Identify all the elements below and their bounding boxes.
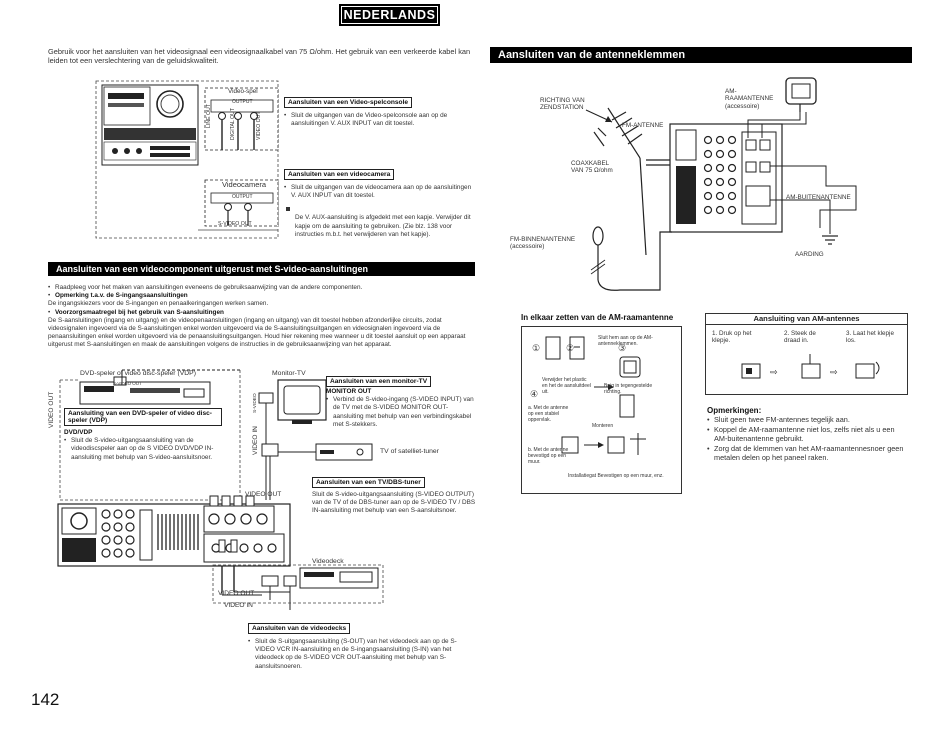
am-assembly-box: ① ② ③ ④ Sluit hem aan op de AM-antennekl… bbox=[521, 326, 682, 494]
monitor-section: Aansluiten van een monitor-TV MONITOR OU… bbox=[326, 370, 476, 429]
fm-antenna-label: FM-ANTENNE bbox=[622, 122, 664, 129]
vert-svideo-label: S-VIDEO bbox=[253, 393, 258, 413]
video-game-output-label: OUTPUT bbox=[232, 99, 253, 105]
am-connect-step1: 1. Druk op het klepje. bbox=[712, 330, 752, 345]
video-game-bullet: Sluit de uitgangen van de Video-spelcons… bbox=[284, 112, 474, 128]
tv-dbs-heading: Aansluiten van een TV/DBS-tuner bbox=[312, 477, 425, 488]
vcr-video-out-label: VIDEO OUT bbox=[218, 590, 255, 597]
antenna-section-title: Aansluiten van de antenneklemmen bbox=[490, 47, 912, 63]
language-label: NEDERLANDS bbox=[343, 8, 436, 22]
receiver-back-drawing bbox=[57, 503, 291, 567]
remarks-item: Sluit geen twee FM-antennes tegelijk aan… bbox=[707, 415, 905, 425]
direction-label: RICHTING VAN ZENDSTATION bbox=[540, 97, 585, 112]
vcr-bullet: Sluit de S-uitgangsaansluiting (S-OUT) v… bbox=[248, 638, 474, 671]
am-step-a: a. Met de antenne op een stabiel oppervl… bbox=[528, 405, 569, 423]
antenna-receiver-drawing bbox=[669, 123, 783, 233]
am-connect-step3: 3. Laat het klepje los. bbox=[846, 330, 894, 345]
vert-svideo-out-label: S-VIDEO OUT bbox=[113, 381, 142, 386]
svideo-bullet-2-head: Opmerking t.a.v. de S-ingangsaansluiting… bbox=[55, 292, 188, 300]
dvd-sub: DVD/VDP bbox=[64, 429, 93, 436]
monitor-heading: Aansluiten van een monitor-TV bbox=[326, 376, 432, 387]
remarks-item: Zorg dat de klemmen van het AM-raamanten… bbox=[707, 444, 905, 463]
am-num-4: ④ bbox=[530, 389, 539, 399]
svideo-bullet-1: Raadpleeg voor het maken van aansluiting… bbox=[48, 284, 475, 292]
language-badge: NEDERLANDS bbox=[339, 4, 440, 26]
am-outdoor-label: AM-BUITENANTENNE bbox=[786, 194, 851, 201]
video-game-section: Aansluiten van een Video-spelconsole Slu… bbox=[284, 91, 474, 128]
video-game-label: Video-spel bbox=[228, 88, 258, 95]
dvd-section: Aansluiting van een DVD-speler of video … bbox=[64, 408, 234, 462]
video-out-label: VIDEO OUT bbox=[256, 111, 262, 140]
fm-antenna-drawing bbox=[593, 107, 647, 256]
remarks-item: Koppel de AM-raamantenne niet los, zelfs… bbox=[707, 425, 905, 444]
am-connect-title: Aansluiting van AM-antennes bbox=[706, 314, 907, 325]
coax-label: COAXKABEL VAN 75 Ω/ohm bbox=[571, 160, 613, 175]
tv-dbs-section: Aansluiten van een TV/DBS-tuner Sluit de… bbox=[312, 471, 477, 516]
svideo-bullet-2-text: De ingangskiezers voor de S-ingangen en … bbox=[48, 300, 269, 308]
dvd-heading: Aansluiting van een DVD-speler of video … bbox=[64, 408, 222, 426]
am-step-2: Buig in tegengestelde richting. bbox=[604, 383, 653, 395]
camera-label: Videocamera bbox=[222, 180, 267, 189]
am-step-head: Sluit hem aan op de AM-antenneklemmen. bbox=[598, 335, 653, 347]
am-num-3: ③ bbox=[618, 343, 627, 353]
tuner-device-label: TV of satelliet-tuner bbox=[380, 448, 439, 455]
tuner-video-out-label: VIDEO OUT bbox=[245, 491, 282, 498]
intro-text: Gebruik voor het aansluiten van het vide… bbox=[48, 47, 471, 66]
svideo-out-label: S-VIDEO OUT bbox=[218, 221, 252, 227]
camera-output-label: OUTPUT bbox=[232, 194, 253, 200]
svideo-section-body: Raadpleeg voor het maken van aansluiting… bbox=[48, 284, 475, 350]
line-out-label: LINE OUT bbox=[206, 104, 212, 128]
svg-text:⇨: ⇨ bbox=[830, 368, 838, 378]
monitor-bullet: Verbind de S-video-ingang (S-VIDEO INPUT… bbox=[326, 396, 476, 429]
camera-heading: Aansluiten van een videocamera bbox=[284, 169, 395, 180]
vcr-heading: Aansluiten van de videodecks bbox=[248, 623, 351, 634]
dvd-device-label: DVD-speler of video disc-speler (VDP) bbox=[80, 370, 196, 377]
video-game-heading: Aansluiten van een Video-spelconsole bbox=[284, 97, 413, 108]
page-number: 142 bbox=[31, 690, 60, 709]
tv-tuner-drawing bbox=[261, 443, 373, 461]
camera-note: De V. AUX-aansluiting is afgedekt met ee… bbox=[295, 214, 471, 238]
am-connect-box: Aansluiting van AM-antennes 1. Druk op h… bbox=[705, 313, 908, 395]
svg-text:⇨: ⇨ bbox=[770, 368, 778, 378]
ground-label: AARDING bbox=[795, 251, 824, 258]
svideo-bullet-3-text: De S-aansluitingen (ingang en uitgang) e… bbox=[48, 316, 466, 349]
am-num-2: ② bbox=[566, 343, 575, 353]
am-loop-label: AM-RAAMANTENNE (accessoire) bbox=[725, 88, 774, 110]
receiver-front-drawing bbox=[101, 84, 199, 166]
tv-dbs-text: Sluit de S-video-uitgangsaansluiting (S-… bbox=[312, 491, 476, 515]
dvd-player-drawing bbox=[79, 376, 211, 405]
vcr-section: Aansluiten van de videodecks Sluit de S-… bbox=[248, 617, 474, 671]
am-connect-step2: 2. Steek de draad in. bbox=[784, 330, 816, 345]
vcr-drawing bbox=[261, 567, 379, 589]
digital-out-label: DIGITAL OUT bbox=[230, 108, 236, 140]
am-num-1: ① bbox=[532, 343, 541, 353]
vcr-video-in-label: VIDEO IN bbox=[224, 602, 253, 609]
fm-indoor-label: FM-BINNENANTENNE (accessoire) bbox=[510, 236, 576, 251]
remarks-title: Opmerkingen: bbox=[707, 406, 762, 415]
am-step-b: b. Met de antenne bevestigd op een muur. bbox=[528, 447, 569, 465]
vcr-device-label: Videodeck bbox=[312, 558, 344, 565]
am-step-a-label: Monteren bbox=[592, 423, 614, 429]
vert-video-in-label: VIDEO IN bbox=[252, 426, 259, 455]
monitor-tv-drawing bbox=[258, 379, 327, 424]
svideo-section-title: Aansluiten van een videocomponent uitger… bbox=[48, 262, 475, 276]
am-step-1: Verwijder het plastic en het de aansluit… bbox=[542, 377, 591, 395]
camera-section: Aansluiten van een videocamera Sluit de … bbox=[284, 163, 474, 239]
vert-video-out-label: VIDEO OUT bbox=[48, 391, 55, 428]
monitor-sub: MONITOR OUT bbox=[326, 388, 372, 395]
camera-bullet: Sluit de uitgangen van de videocamera aa… bbox=[284, 184, 474, 200]
dvd-bullet: Sluit de S-video-uitgangsaansluiting van… bbox=[64, 437, 234, 462]
am-step-b-label: Installatiegat Bevestigen op een muur, e… bbox=[568, 473, 664, 479]
svideo-bullet-3-head: Voorzorgsmaatregel bij het gebruik van S… bbox=[55, 308, 224, 316]
remarks-section: Opmerkingen: Sluit geen twee FM-antennes… bbox=[707, 406, 905, 463]
monitor-device-label: Monitor-TV bbox=[272, 370, 306, 377]
am-loop-drawing bbox=[785, 77, 817, 112]
am-assembly-title: In elkaar zetten van de AM-raamantenne bbox=[521, 313, 674, 322]
